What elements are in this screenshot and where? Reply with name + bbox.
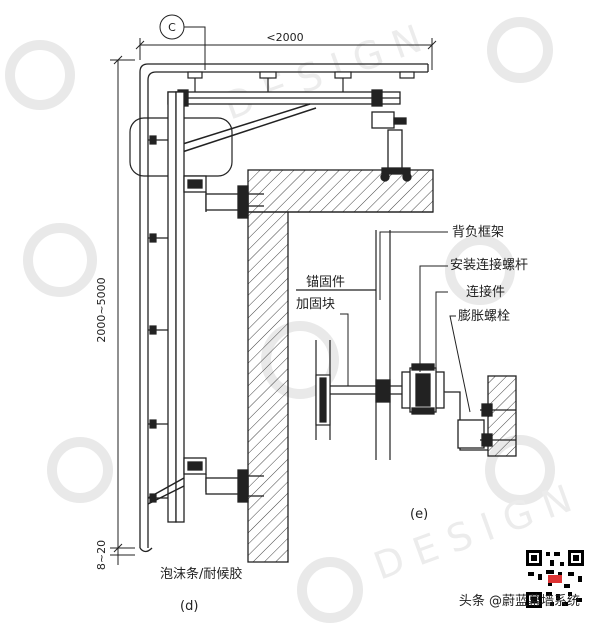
lower-brace bbox=[147, 477, 185, 505]
detail-e-rod bbox=[330, 363, 445, 415]
backframe-label: 背负框架 bbox=[452, 225, 505, 240]
left-dimension bbox=[110, 55, 135, 565]
top-ribs bbox=[187, 71, 415, 92]
vertical-frame bbox=[167, 91, 185, 523]
panel-label-d: (d) bbox=[180, 599, 199, 614]
lower-wall-bracket bbox=[183, 457, 264, 503]
top-backframe bbox=[167, 89, 401, 107]
left-dim-label: 2000~5000 bbox=[95, 277, 108, 342]
detail-e-frame bbox=[296, 230, 391, 460]
upper-wall-bracket bbox=[183, 175, 264, 219]
footer-credit: 头条 @蔚蓝幕墙系统 bbox=[458, 594, 580, 609]
hanger bbox=[371, 111, 412, 182]
foam-label: 泡沫条/耐候胶 bbox=[160, 567, 243, 582]
top-dimension bbox=[135, 38, 437, 70]
panel-outline bbox=[139, 63, 429, 553]
bolt-label: 膨胀螺栓 bbox=[458, 309, 511, 324]
connector-label: 连接件 bbox=[466, 285, 506, 300]
reinforce-label: 加固块 bbox=[296, 297, 336, 312]
wall bbox=[247, 211, 433, 563]
vertical-ribs bbox=[148, 135, 168, 503]
bottom-dim-label: 8~20 bbox=[95, 540, 108, 570]
qr-code-pattern bbox=[524, 548, 586, 610]
detail-e-connector bbox=[444, 375, 517, 457]
detail-e-leaders bbox=[340, 231, 471, 413]
connector-rod-label: 安装连接螺杆 bbox=[450, 258, 529, 273]
top-slab bbox=[247, 169, 434, 213]
callout-letter: C bbox=[168, 21, 176, 34]
qr-code bbox=[524, 548, 586, 610]
anchor-label: 锚固件 bbox=[306, 275, 346, 290]
callout-c bbox=[159, 14, 206, 70]
panel-label-e: (e) bbox=[410, 507, 429, 522]
top-dim-label: <2000 bbox=[266, 31, 303, 44]
